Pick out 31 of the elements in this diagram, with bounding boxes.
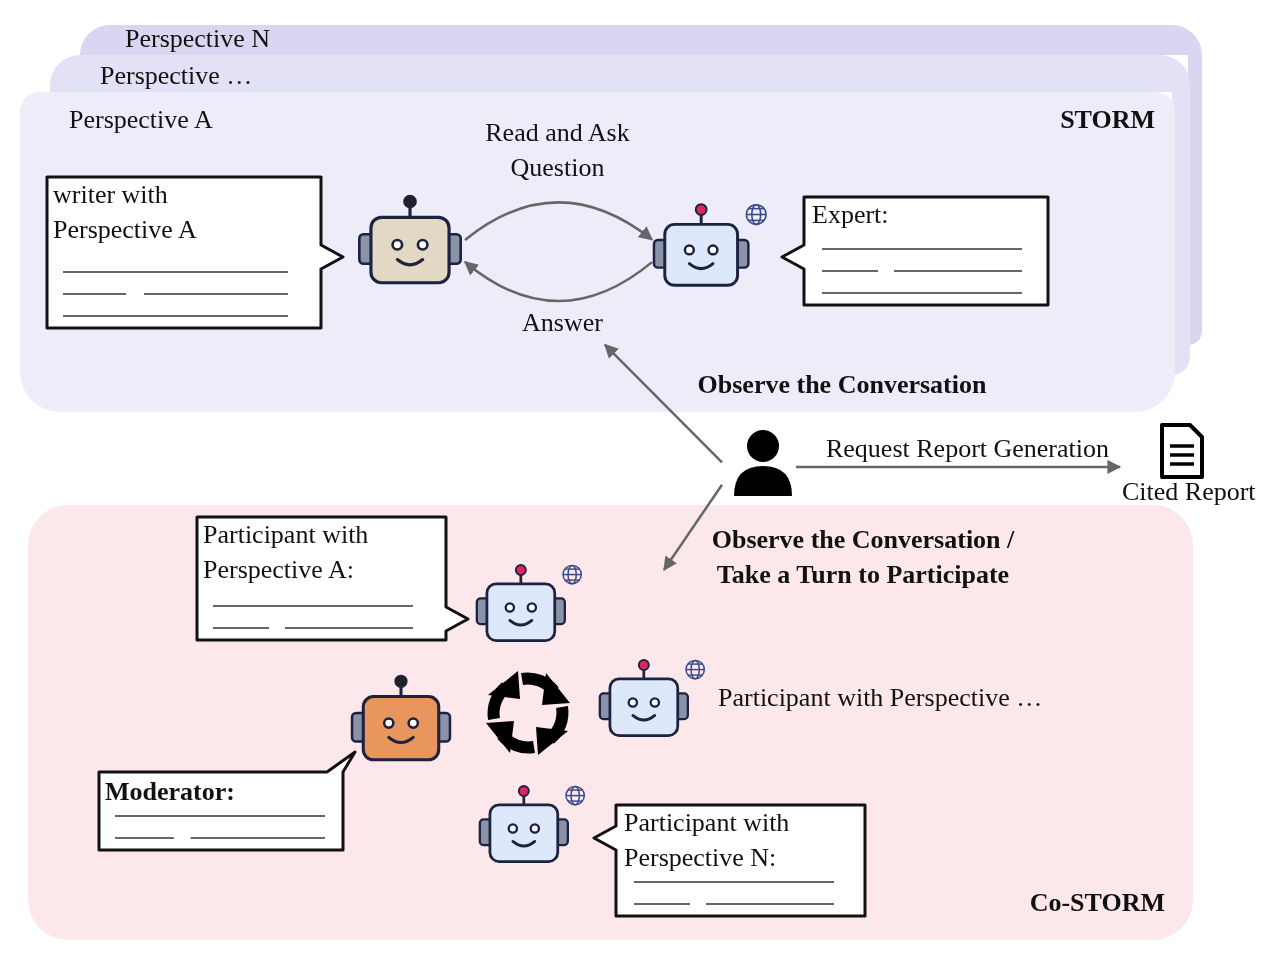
- edge-label: Read and Ask Question: [484, 117, 631, 184]
- speech-bubble: [592, 803, 867, 918]
- edge-label: Answer: [521, 307, 604, 339]
- bubble-text: Participant with Perspective N:: [624, 807, 791, 874]
- document-caption: Cited Report: [1122, 476, 1256, 508]
- speech-bubble: [195, 515, 470, 642]
- participant-caption: Participant with Perspective …: [718, 682, 1043, 714]
- stacked-panel: [80, 25, 1202, 55]
- panel-title: Perspective N: [125, 23, 271, 55]
- bubble-text: writer with Perspective A: [53, 179, 198, 246]
- arrow: [663, 484, 724, 571]
- stacked-panel: [50, 55, 1190, 92]
- panel-title: Perspective A: [69, 104, 213, 136]
- arrow: [463, 261, 653, 303]
- edge-label: Request Report Generation: [825, 433, 1110, 465]
- speech-bubble: [97, 750, 357, 852]
- panel: [28, 505, 1193, 940]
- speech-bubble: [780, 195, 1050, 307]
- speech-bubble: [45, 175, 345, 330]
- bubble-text: Expert:: [812, 199, 890, 231]
- panel: [20, 92, 1175, 412]
- edge-label: Observe the Conversation / Take a Turn to Participate: [710, 524, 1016, 591]
- arrow: [464, 201, 654, 241]
- edge-label: Observe the Conversation: [696, 369, 988, 401]
- arrow: [604, 343, 723, 464]
- panel-label: STORM: [1060, 104, 1155, 136]
- bubble-text: Participant with Perspective A:: [203, 519, 370, 586]
- bubble-text: Moderator:: [105, 776, 236, 808]
- arrow: [796, 459, 1122, 474]
- panel-title: Perspective …: [100, 60, 253, 92]
- panel-label: Co-STORM: [1029, 887, 1165, 919]
